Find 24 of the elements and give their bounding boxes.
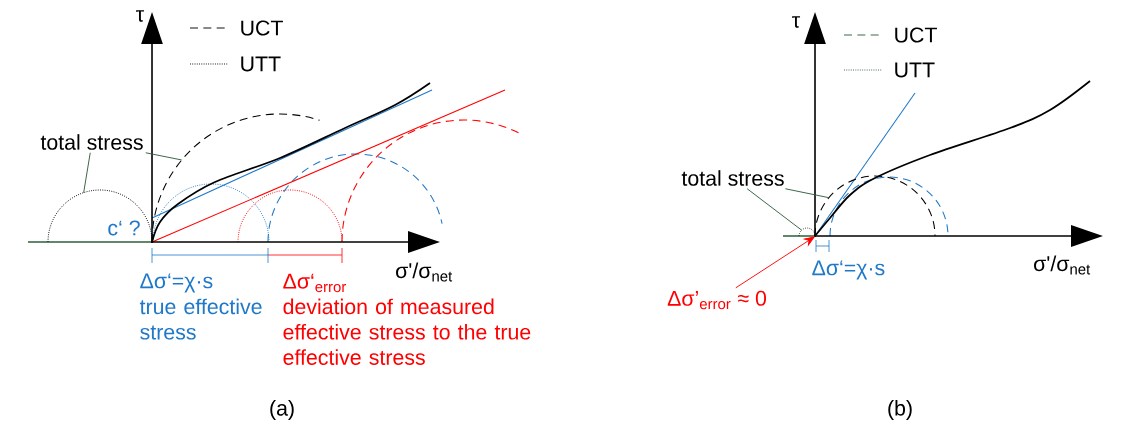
text-label: (a)	[270, 400, 294, 420]
leader-line	[784, 188, 830, 199]
text-label: total stress	[681, 170, 784, 186]
text-label: deviation of measured effective stress to the true effective stress	[283, 298, 531, 365]
text-label: τ	[792, 16, 801, 28]
text-label: total stress	[40, 134, 143, 150]
text-label: Δσ’$_{error}$ ≈ 0	[667, 290, 767, 310]
legend-label: UCT	[241, 20, 283, 36]
text-label: τ	[136, 10, 145, 22]
leader-line	[746, 188, 803, 231]
arrow	[735, 236, 815, 289]
text-label: σ'/σ$_{net}$	[1034, 255, 1091, 275]
text-label: σ'/σ$_{net}$	[396, 262, 453, 282]
text-label: true effective stress	[139, 298, 262, 340]
text-label: Δσ‘=χ·s	[812, 260, 885, 280]
text-label: c‘ ?	[108, 220, 140, 236]
legend-label: UTT	[895, 62, 935, 78]
legend-label: UTT	[241, 56, 281, 72]
leader-line	[145, 152, 183, 161]
leader-line	[83, 152, 91, 194]
text-label: (b)	[888, 400, 912, 420]
text-label: Δσ‘$_{error}$	[283, 273, 347, 293]
legend-label: UCT	[895, 27, 937, 43]
text-label: Δσ‘=χ·s	[140, 273, 213, 293]
